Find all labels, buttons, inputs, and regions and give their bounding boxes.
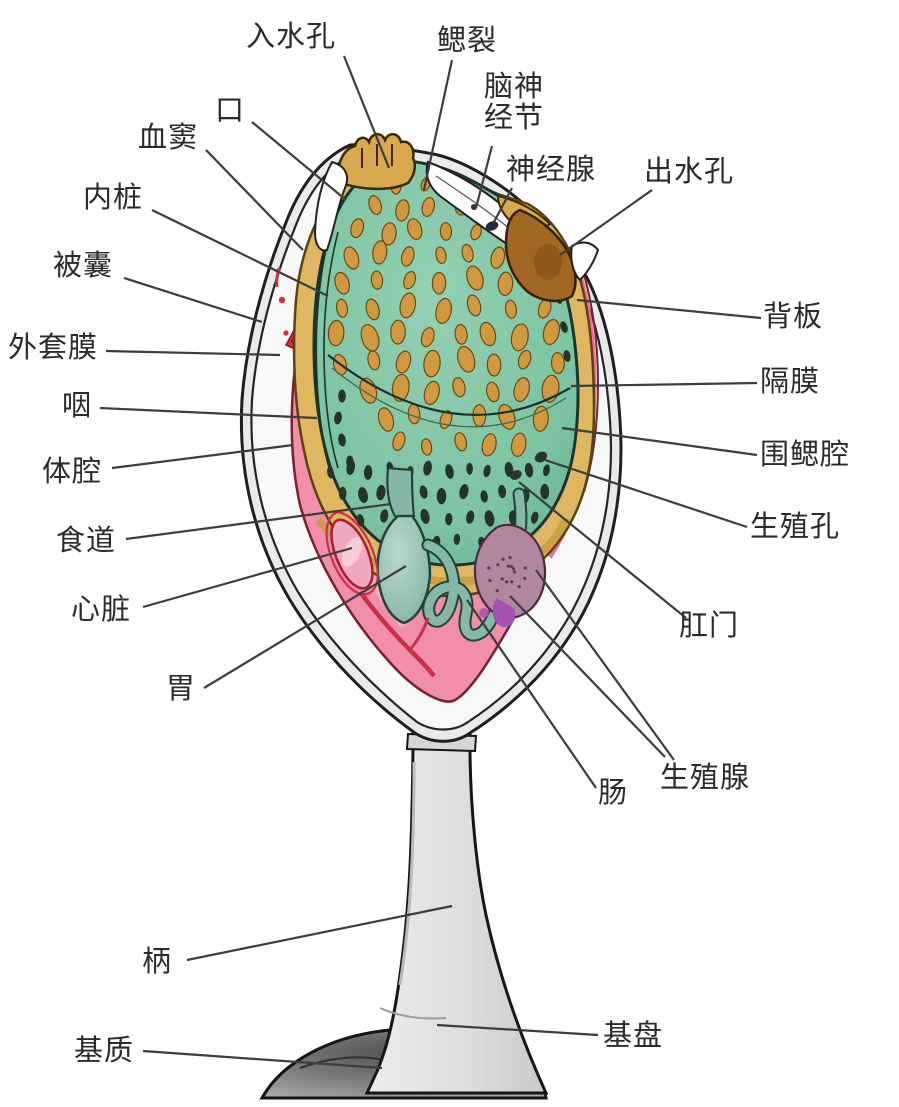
label-esophagus: 食道 [56,525,117,557]
label-anus: 肛门 [679,610,740,642]
label-endostyle: 内桩 [83,182,144,214]
genital-pore-dots [510,451,548,480]
label-neural-gland: 神经腺 [506,154,597,186]
heart-shape [325,510,379,596]
label-pharynx: 咽 [62,390,93,422]
neural-gland-dot [485,221,499,231]
label-substrate: 基质 [74,1035,135,1067]
excurrent-siphon-shape [496,194,600,303]
label-dorsal-lamina: 背板 [763,301,824,333]
label-septum: 隔膜 [760,366,821,398]
endostyle-strip [314,229,339,471]
label-stomach: 胃 [166,673,197,705]
mouth-opening [313,160,349,252]
label-heart: 心脏 [71,594,132,626]
leader-lines [99,55,762,1070]
stigmata-tan [327,177,565,457]
label-incurrent-siphon: 入水孔 [246,21,337,53]
label-mouth: 口 [215,95,246,127]
gonad-shape [473,523,547,628]
label-genital-pore: 生殖孔 [750,511,841,543]
stomach-shape [376,514,432,625]
cerebral-ganglion-dot [471,204,477,210]
label-gonad: 生殖腺 [660,762,751,794]
label-gill-slit: 鳃裂 [437,25,498,57]
stalk-shape [364,730,549,1095]
blood-vessel [358,590,436,678]
oral-siphon-crown [336,133,417,191]
label-coelom: 体腔 [42,456,103,488]
label-basal-disc: 基盘 [603,1020,664,1052]
label-blood-sinus: 血窦 [138,122,199,154]
label-mantle: 外套膜 [8,332,99,364]
excurrent-opening [570,241,600,282]
esophagus-shape [386,466,416,520]
label-cerebral-ganglion: 脑神经节 [484,71,545,135]
label-atrial-cavity: 围鳃腔 [760,439,851,471]
label-tunic: 被囊 [53,250,114,282]
label-excurrent-siphon: 出水孔 [644,156,735,188]
label-intestine: 肠 [598,777,629,809]
label-stalk: 柄 [142,946,173,978]
